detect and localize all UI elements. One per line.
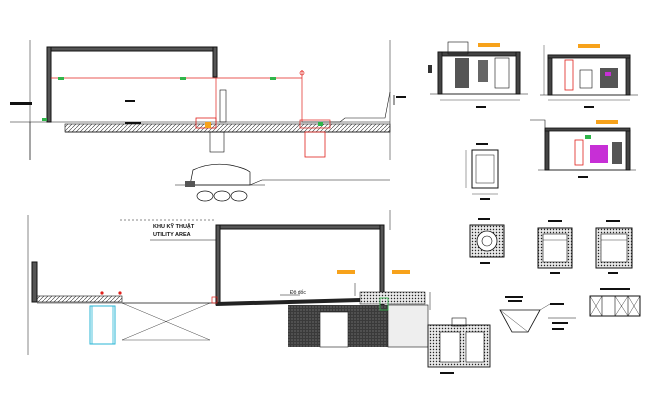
utility-area-label-en: UTILITY AREA — [153, 232, 191, 238]
detail-chamber-a — [537, 220, 573, 274]
utility-area-label-vi: KHU KỸ THUẬT — [153, 223, 195, 230]
elevation-mid-room — [530, 119, 636, 178]
elevation-left-room — [428, 41, 528, 108]
elevation-right-room — [540, 44, 638, 108]
detail-chamber-b — [595, 220, 633, 274]
detail-manhole-cover — [469, 218, 505, 264]
detail-tank-section — [427, 317, 491, 374]
section-bottom-left — [27, 210, 431, 355]
detail-wedge — [499, 296, 564, 333]
section-top-left — [10, 40, 406, 202]
slope-note: Độ dốc — [290, 290, 306, 296]
detail-grate — [589, 288, 641, 317]
detail-pit-plan — [465, 143, 499, 200]
detail-small-notes — [548, 317, 576, 330]
